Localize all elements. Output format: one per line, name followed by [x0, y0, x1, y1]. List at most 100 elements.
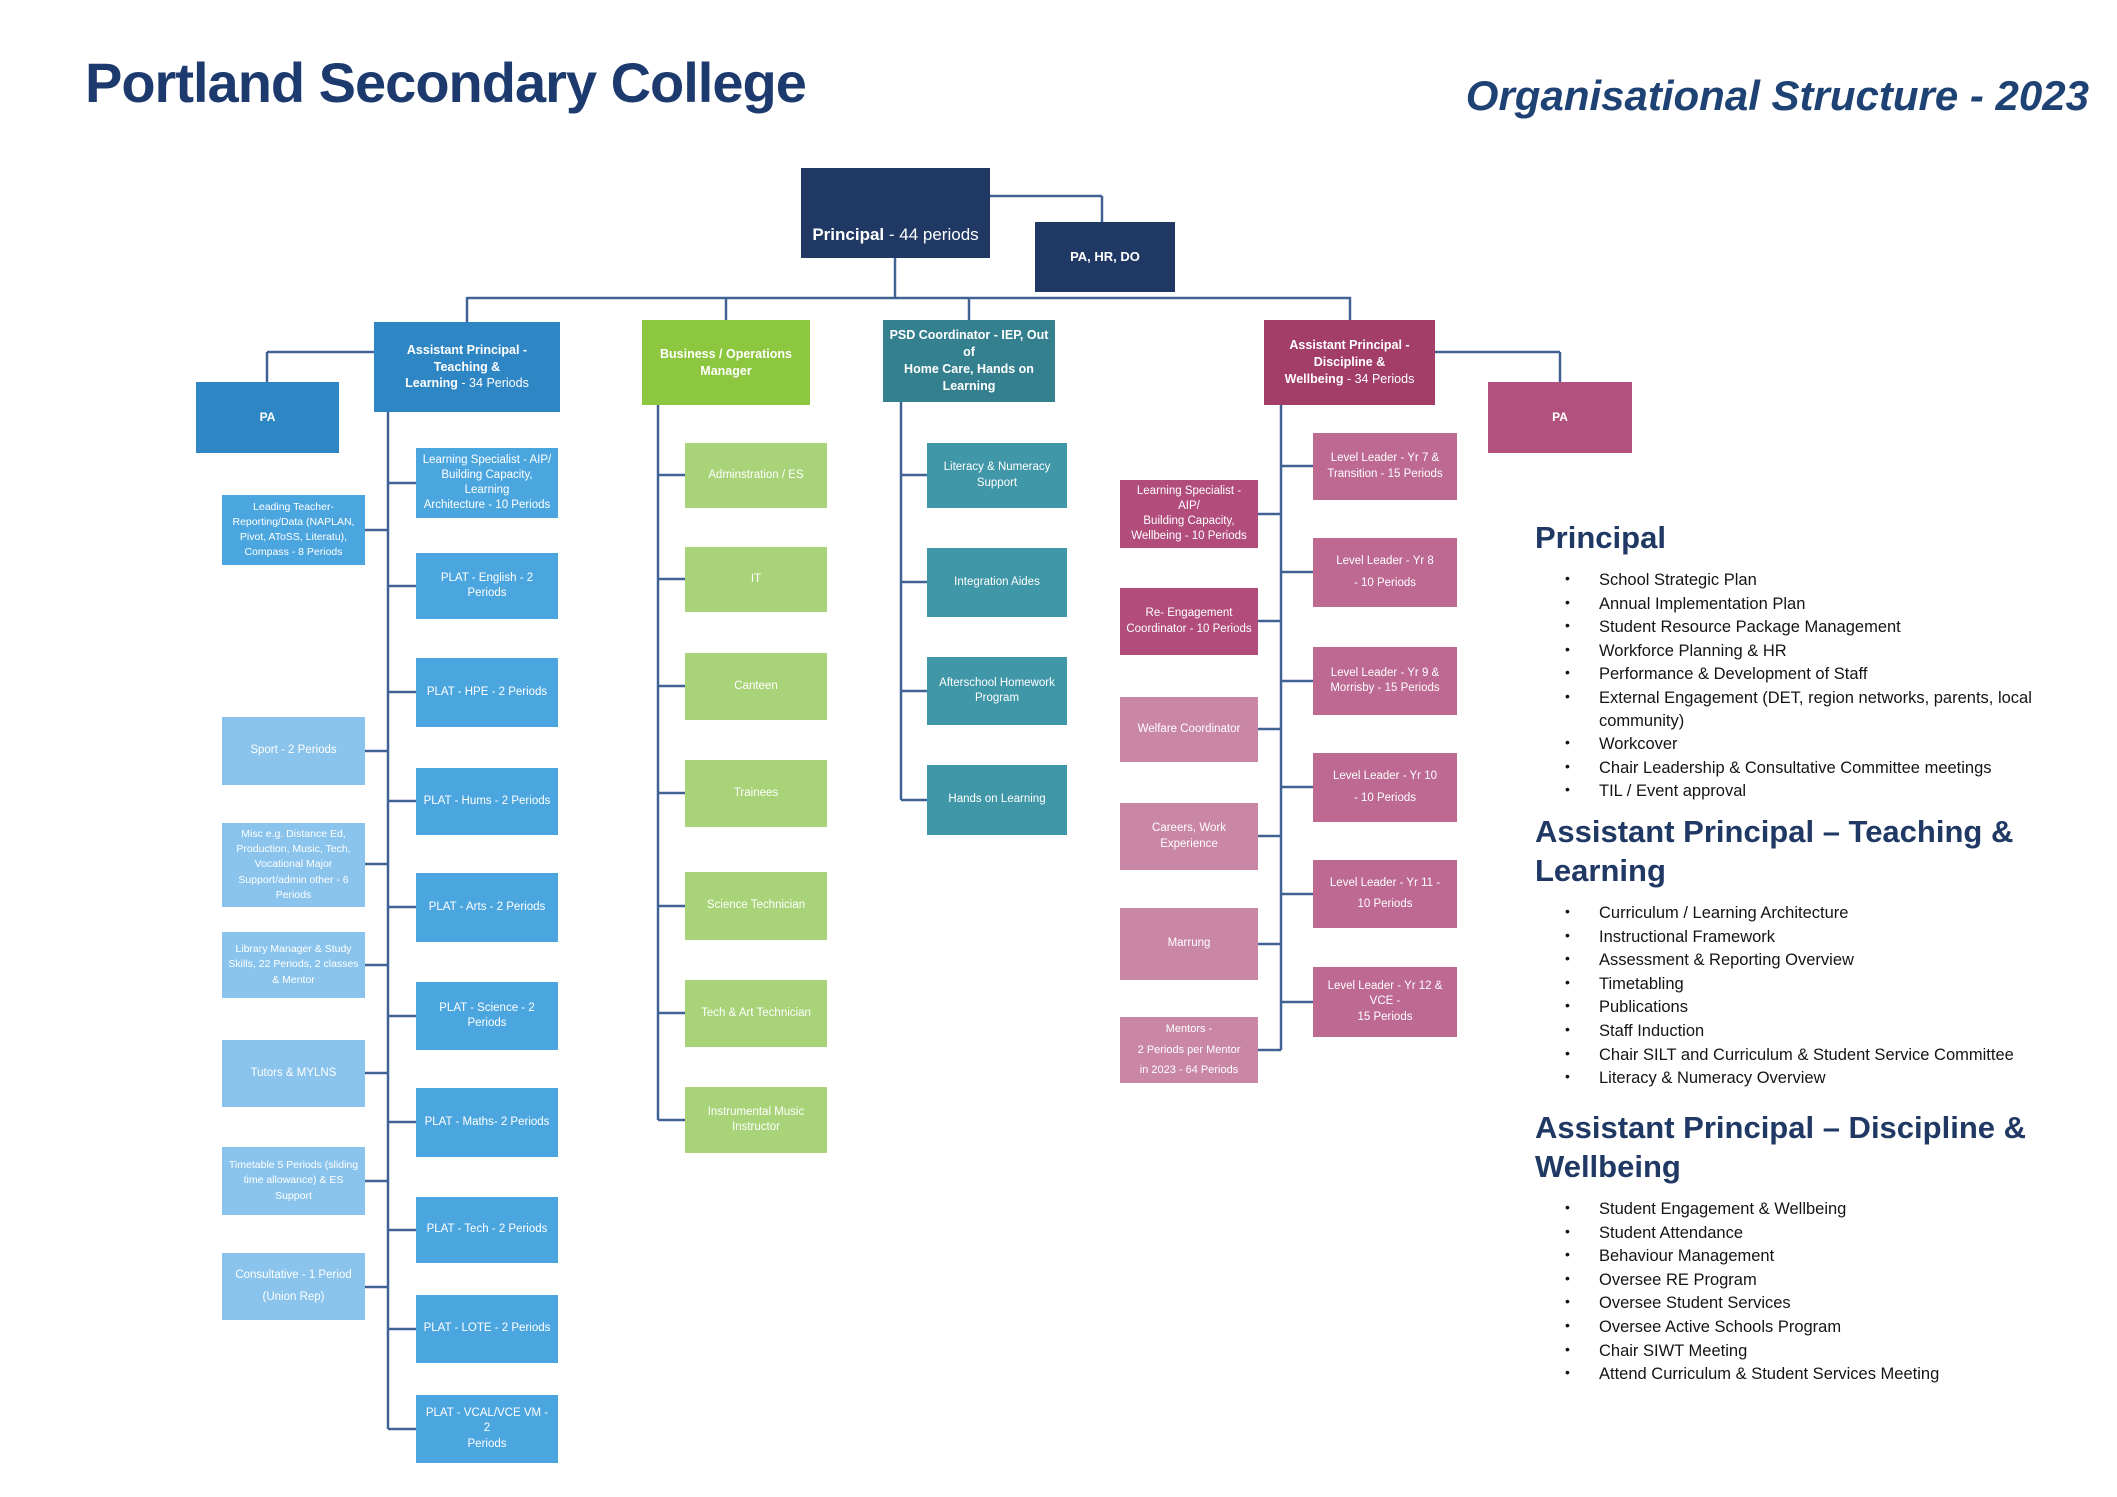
bullet-item: •Oversee Active Schools Program — [1535, 1316, 2080, 1339]
bullet-icon: • — [1565, 926, 1570, 943]
bullet-icon: • — [1565, 1317, 1570, 1334]
bullet-icon: • — [1565, 903, 1570, 920]
bullet-item: •Behaviour Management — [1535, 1245, 2080, 1268]
bullet-item: •Chair Leadership & Consultative Committ… — [1535, 757, 2080, 780]
principal-duties-list: •School Strategic Plan•Annual Implementa… — [1535, 569, 2080, 803]
bullet-icon: • — [1565, 757, 1570, 774]
bullet-icon: • — [1565, 617, 1570, 634]
bullet-icon: • — [1565, 593, 1570, 610]
bullet-icon: • — [1565, 950, 1570, 967]
bullet-item: •Publications — [1535, 996, 2080, 1019]
principal-duties-heading: Principal — [1535, 520, 1666, 555]
bullet-item: •Attend Curriculum & Student Services Me… — [1535, 1363, 2080, 1386]
ap-teaching-duties-list: •Curriculum / Learning Architecture•Inst… — [1535, 902, 2080, 1090]
org-box-level-leader-yr9: Level Leader - Yr 9 & Morrisby - 15 Peri… — [1313, 647, 1457, 715]
bullet-icon: • — [1565, 1340, 1570, 1357]
org-box-ap-wellbeing: Assistant Principal - Discipline & Wellb… — [1264, 320, 1435, 405]
org-box-ap-teaching: Assistant Principal - Teaching & Learnin… — [374, 322, 560, 412]
bullet-item: •Student Engagement & Wellbeing — [1535, 1198, 2080, 1221]
org-box-plat-lote: PLAT - LOTE - 2 Periods — [416, 1295, 558, 1363]
org-box-plat-maths: PLAT - Maths- 2 Periods — [416, 1088, 558, 1157]
org-box-it: IT — [685, 547, 827, 612]
bullet-icon: • — [1565, 1269, 1570, 1286]
page-title: Portland Secondary College — [85, 51, 807, 114]
org-box-business-ops-manager: Business / Operations Manager — [642, 320, 810, 405]
org-box-principal: Principal - 44 periods — [801, 168, 990, 258]
bullet-item: •Workcover — [1535, 733, 2080, 756]
org-box-welfare-coordinator: Welfare Coordinator — [1120, 697, 1258, 762]
bullet-icon: • — [1565, 1199, 1570, 1216]
bullet-icon: • — [1565, 570, 1570, 587]
bullet-item: •Workforce Planning & HR — [1535, 640, 2080, 663]
org-box-level-leader-yr10: Level Leader - Yr 10 - 10 Periods — [1313, 753, 1457, 822]
bullet-item: •Annual Implementation Plan — [1535, 593, 2080, 616]
org-box-misc: Misc e.g. Distance Ed, Production, Music… — [222, 823, 365, 907]
ap-wellbeing-duties-heading: Assistant Principal – Discipline & Wellb… — [1535, 1110, 2026, 1185]
org-box-plat-vcal: PLAT - VCAL/VCE VM - 2 Periods — [416, 1395, 558, 1463]
ap-wellbeing-duties-list: •Student Engagement & Wellbeing•Student … — [1535, 1198, 2080, 1386]
bullet-icon: • — [1565, 1044, 1570, 1061]
org-box-pa-hr-do: PA, HR, DO — [1035, 222, 1175, 292]
bullet-item: •Student Resource Package Management — [1535, 616, 2080, 639]
bullet-icon: • — [1565, 688, 1570, 705]
org-box-level-leader-yr12: Level Leader - Yr 12 & VCE - 15 Periods — [1313, 967, 1457, 1037]
org-box-learning-specialist-tl: Learning Specialist - AIP/ Building Capa… — [416, 448, 558, 518]
org-box-sport: Sport - 2 Periods — [222, 717, 365, 785]
org-box-plat-hums: PLAT - Hums - 2 Periods — [416, 768, 558, 835]
org-box-timetable: Timetable 5 Periods (sliding time allowa… — [222, 1147, 365, 1215]
org-box-pa-left: PA — [196, 382, 339, 453]
org-box-canteen: Canteen — [685, 653, 827, 720]
bullet-icon: • — [1565, 997, 1570, 1014]
org-box-marrung: Marrung — [1120, 908, 1258, 980]
bullet-icon: • — [1565, 1293, 1570, 1310]
org-box-instrumental-music: Instrumental Music Instructor — [685, 1087, 827, 1153]
bullet-icon: • — [1565, 1364, 1570, 1381]
bullet-icon: • — [1565, 734, 1570, 751]
org-box-consultative: Consultative - 1 Period (Union Rep) — [222, 1253, 365, 1320]
org-box-hands-on-learning: Hands on Learning — [927, 765, 1067, 835]
page-subtitle: Organisational Structure - 2023 — [1465, 72, 2089, 119]
bullet-item: •External Engagement (DET, region networ… — [1535, 687, 2080, 732]
org-box-careers-work-experience: Careers, Work Experience — [1120, 803, 1258, 870]
bullet-icon: • — [1565, 1222, 1570, 1239]
org-box-trainees: Trainees — [685, 760, 827, 827]
org-box-tech-art-technician: Tech & Art Technician — [685, 980, 827, 1047]
org-box-re-engagement: Re- Engagement Coordinator - 10 Periods — [1120, 588, 1258, 655]
bullet-item: •Chair SIWT Meeting — [1535, 1340, 2080, 1363]
org-box-mentors: Mentors - 2 Periods per Mentor in 2023 -… — [1120, 1017, 1258, 1083]
org-box-level-leader-yr11: Level Leader - Yr 11 - 10 Periods — [1313, 860, 1457, 928]
org-box-afterschool-homework: Afterschool Homework Program — [927, 657, 1067, 725]
ap-teaching-duties-section: Assistant Principal – Teaching & Learnin… — [1535, 812, 2080, 1091]
bullet-item: •Oversee Student Services — [1535, 1292, 2080, 1315]
org-box-plat-science: PLAT - Science - 2 Periods — [416, 982, 558, 1050]
ap-teaching-duties-heading: Assistant Principal – Teaching & Learnin… — [1535, 814, 2014, 889]
bullet-item: •Oversee RE Program — [1535, 1269, 2080, 1292]
bullet-icon: • — [1565, 781, 1570, 798]
org-box-learning-specialist-wellbeing: Learning Specialist - AIP/ Building Capa… — [1120, 480, 1258, 548]
org-box-administration-es: Adminstration / ES — [685, 443, 827, 508]
bullet-item: •Chair SILT and Curriculum & Student Ser… — [1535, 1044, 2080, 1067]
org-box-leading-teacher: Leading Teacher- Reporting/Data (NAPLAN,… — [222, 495, 365, 565]
org-box-plat-english: PLAT - English - 2 Periods — [416, 553, 558, 619]
org-box-literacy-numeracy-support: Literacy & Numeracy Support — [927, 443, 1067, 508]
org-box-plat-tech: PLAT - Tech - 2 Periods — [416, 1197, 558, 1263]
bullet-item: •Literacy & Numeracy Overview — [1535, 1067, 2080, 1090]
bullet-icon: • — [1565, 1246, 1570, 1263]
org-box-tutors-mylns: Tutors & MYLNS — [222, 1040, 365, 1107]
bullet-item: •Instructional Framework — [1535, 926, 2080, 949]
org-box-level-leader-yr8: Level Leader - Yr 8 - 10 Periods — [1313, 538, 1457, 607]
bullet-item: •Assessment & Reporting Overview — [1535, 949, 2080, 972]
bullet-icon: • — [1565, 973, 1570, 990]
bullet-icon: • — [1565, 1068, 1570, 1085]
org-box-science-technician: Science Technician — [685, 872, 827, 940]
bullet-item: •TIL / Event approval — [1535, 780, 2080, 803]
bullet-item: •Student Attendance — [1535, 1222, 2080, 1245]
org-box-integration-aides: Integration Aides — [927, 548, 1067, 617]
bullet-item: •School Strategic Plan — [1535, 569, 2080, 592]
bullet-item: •Performance & Development of Staff — [1535, 663, 2080, 686]
bullet-icon: • — [1565, 640, 1570, 657]
org-box-library-manager: Library Manager & Study Skills, 22 Perio… — [222, 932, 365, 998]
principal-duties-section: Principal •School Strategic Plan•Annual … — [1535, 518, 2080, 804]
